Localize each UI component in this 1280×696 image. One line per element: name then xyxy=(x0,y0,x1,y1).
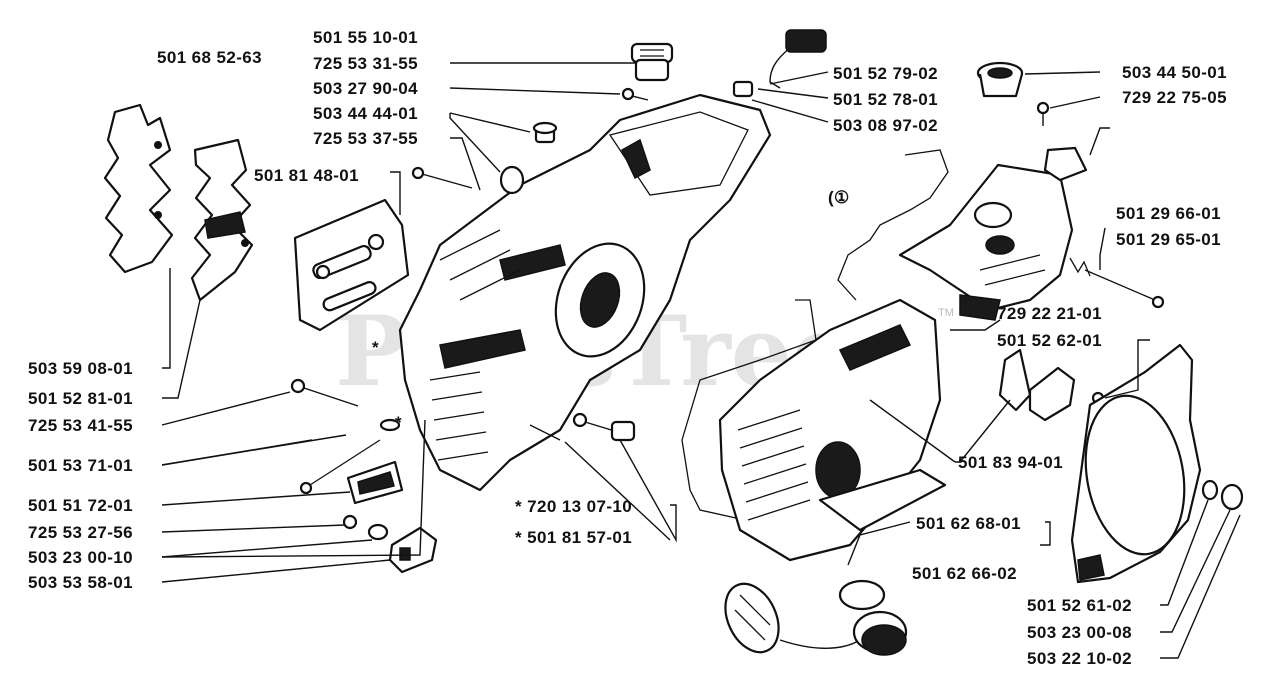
label-725-53-27-56: 725 53 27-56 xyxy=(28,523,133,542)
label-725-53-31-55: 725 53 31-55 xyxy=(313,54,418,73)
label-501-52-78-01: 501 52 78-01 xyxy=(833,90,938,109)
part-number-labels: 501 68 52-63 501 55 10-01 725 53 31-55 5… xyxy=(28,28,1227,668)
label-503-08-97-02: 503 08 97-02 xyxy=(833,116,938,135)
label-729-22-21-01: 729 22 21-01 xyxy=(997,304,1102,323)
rear-handle-housing xyxy=(898,163,1074,321)
choke-bracket xyxy=(1043,127,1110,182)
label-503-23-00-10: 503 23 00-10 xyxy=(28,548,133,567)
label-501-51-72-01: 501 51 72-01 xyxy=(28,496,133,515)
screw-small-top xyxy=(621,87,649,101)
asterisk-marker-top: * xyxy=(372,338,379,357)
pin-720-13-07-10 xyxy=(529,424,561,441)
label-503-59-08-01: 503 59 08-01 xyxy=(28,359,133,378)
label-503-22-10-02: 503 22 10-02 xyxy=(1027,649,1132,668)
spring-small xyxy=(1069,257,1091,277)
nut-725-53-27-56 xyxy=(342,514,389,541)
cylinder-sleeve xyxy=(532,121,558,144)
bracket-501-51-72-01 xyxy=(346,460,404,505)
label-501-55-10-01: 501 55 10-01 xyxy=(313,28,418,47)
label-503-44-44-01: 503 44 44-01 xyxy=(313,104,418,123)
label-720-13-07-10: * 720 13 07-10 xyxy=(515,497,632,516)
fuel-cap-gasket xyxy=(838,579,886,611)
screw-729-22-75-05 xyxy=(1036,101,1050,126)
label-503-44-50-01: 503 44 50-01 xyxy=(1122,63,1227,82)
label-501-29-65-01: 501 29 65-01 xyxy=(1116,230,1221,249)
bolt-long-top xyxy=(411,166,473,189)
circled-reference-marker: (① xyxy=(828,188,850,207)
label-501-62-68-01: 501 62 68-01 xyxy=(916,514,1021,533)
label-725-53-41-55: 725 53 41-55 xyxy=(28,416,133,435)
crankcase-body xyxy=(398,93,772,492)
bumper-spike-inner xyxy=(190,138,254,302)
label-501-52-62-01: 501 52 62-01 xyxy=(997,331,1102,350)
label-501-29-66-01: 501 29 66-01 xyxy=(1116,204,1221,223)
leader-lines xyxy=(161,62,1241,659)
guide-plate xyxy=(293,198,410,332)
gasket-spring xyxy=(837,149,949,301)
screw-with-cap xyxy=(572,412,636,442)
label-501-52-79-02: 501 52 79-02 xyxy=(833,64,938,83)
washer-small xyxy=(499,165,525,195)
label-725-53-37-55: 725 53 37-55 xyxy=(313,129,418,148)
chain-catcher-block xyxy=(388,526,438,574)
label-503-53-58-01: 503 53 58-01 xyxy=(28,573,133,592)
grommet-503-23-00-08 xyxy=(1201,479,1244,511)
label-501-52-61-02: 501 52 61-02 xyxy=(1027,596,1132,615)
starter-cover xyxy=(1070,343,1202,584)
label-729-22-75-05: 729 22 75-05 xyxy=(1122,88,1227,107)
bolt-725-53-41-55 xyxy=(290,378,359,407)
filter-knob xyxy=(630,42,674,82)
asterisk-marker-mid: * xyxy=(395,413,402,432)
label-501-83-94-01: 501 83 94-01 xyxy=(958,453,1063,472)
filter-cup xyxy=(976,61,1024,98)
label-503-23-00-08: 503 23 00-08 xyxy=(1027,623,1132,642)
label-501-52-81-01: 501 52 81-01 xyxy=(28,389,133,408)
label-501-68-52-63: 501 68 52-63 xyxy=(157,48,262,67)
fuel-tank-housing xyxy=(718,298,947,562)
sensor-with-wire xyxy=(732,29,827,98)
trigger-block xyxy=(1028,366,1076,422)
watermark-tm: TM xyxy=(938,307,954,319)
screw-501-29-66-01 xyxy=(1084,269,1165,309)
label-503-27-90-04: 503 27 90-04 xyxy=(313,79,418,98)
screw-long-diagonal xyxy=(299,418,401,495)
fuel-cap-fuel xyxy=(852,610,908,656)
label-501-81-57-01: * 501 81 57-01 xyxy=(515,528,632,547)
fuel-cap-oil xyxy=(724,582,861,654)
label-501-62-66-02: 501 62 66-02 xyxy=(912,564,1017,583)
gasket-left xyxy=(681,299,817,521)
label-501-53-71-01: 501 53 71-01 xyxy=(28,456,133,475)
trigger-lever xyxy=(998,348,1032,412)
bumper-spike-outer xyxy=(103,103,174,274)
label-501-81-48-01: 501 81 48-01 xyxy=(254,166,359,185)
